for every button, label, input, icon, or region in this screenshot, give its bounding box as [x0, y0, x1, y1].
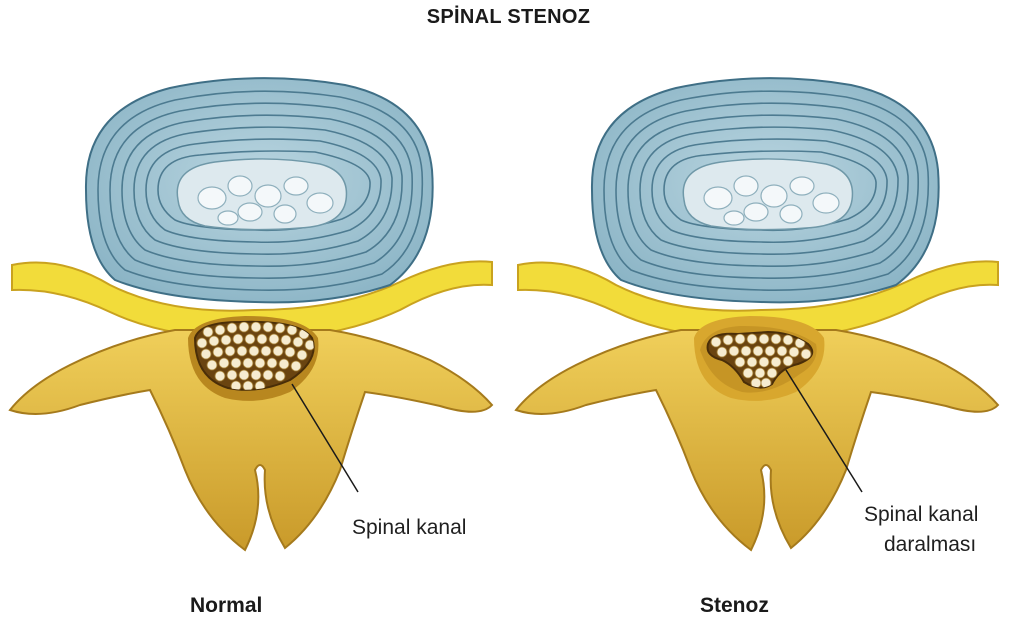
normal-callout: Spinal kanal [352, 513, 466, 543]
normal-panel-label: Normal [190, 594, 262, 618]
stenosis-callout-line-1: Spinal kanal [864, 500, 978, 530]
stenosis-panel-label: Stenoz [700, 594, 769, 618]
stenosis-vertebra [516, 78, 998, 550]
normal-callout-line-1: Spinal kanal [352, 513, 466, 543]
normal-vertebra [10, 78, 492, 550]
stenosis-callout-line-2: daralması [864, 530, 978, 560]
stenosis-callout: Spinal kanal daralması [864, 500, 978, 560]
